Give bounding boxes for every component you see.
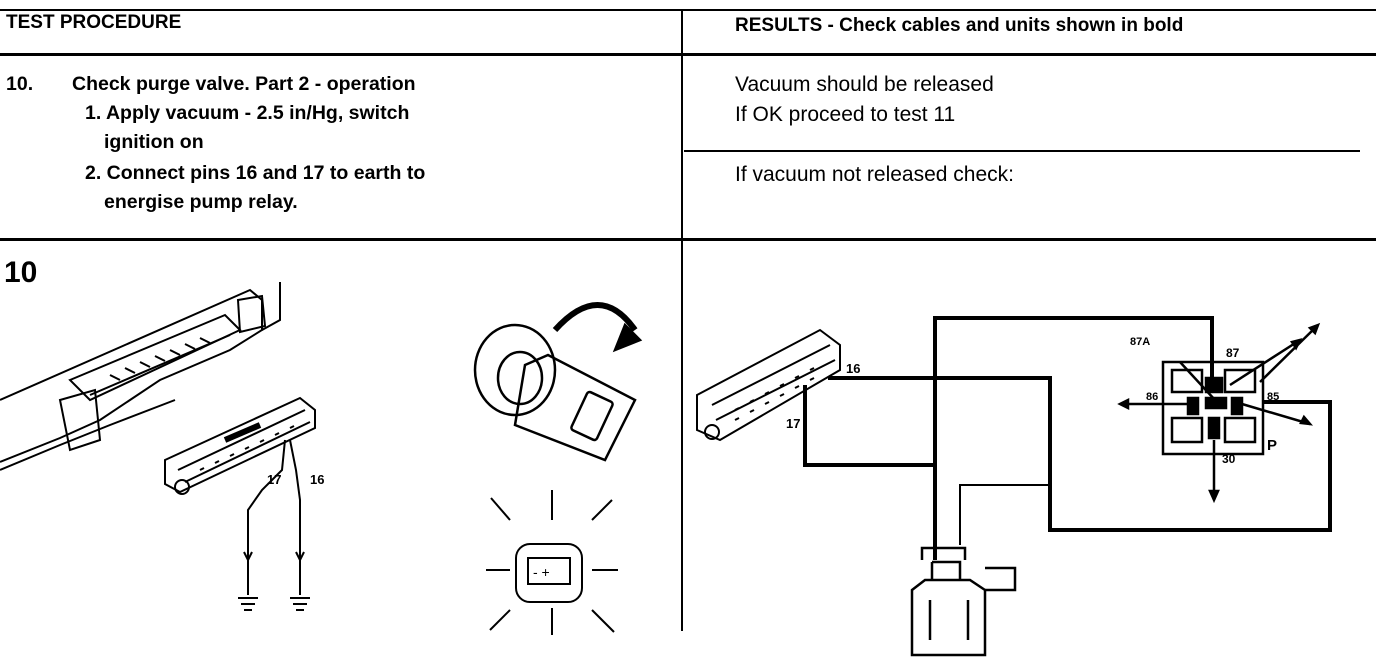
wiring-lines xyxy=(803,316,1332,560)
test-title: Check purge valve. Part 2 - operation xyxy=(72,73,416,95)
warning-lamp-icon: - + xyxy=(486,490,618,635)
step-1-line-1: 1. Apply vacuum - 2.5 in/Hg, switch xyxy=(85,102,410,124)
top-rule xyxy=(0,9,1376,11)
harness-connector-right xyxy=(696,328,841,442)
step-2-line-1: 2. Connect pins 16 and 17 to earth to xyxy=(85,162,426,184)
relay-30-label: 30 xyxy=(1222,452,1236,466)
svg-text:- +: - + xyxy=(533,564,550,580)
relay-87a-label: 87A xyxy=(1130,336,1150,348)
figure-rule xyxy=(0,238,1376,241)
figure-number: 10 xyxy=(4,256,37,289)
harness-connector-left xyxy=(164,396,316,611)
step-1-line-2: ignition on xyxy=(104,131,204,153)
pump-relay-drawing xyxy=(1117,322,1321,504)
right-pin-16-label: 16 xyxy=(846,361,860,376)
right-pin-17-label: 17 xyxy=(786,416,800,431)
relay-p-label: P xyxy=(1267,437,1277,454)
column-divider xyxy=(681,9,683,631)
step-2-line-2: energise pump relay. xyxy=(104,191,298,213)
results-divider xyxy=(684,150,1360,152)
header-test-procedure: TEST PROCEDURE xyxy=(6,12,182,33)
test-number: 10. xyxy=(6,73,34,95)
result-ok-line-2: If OK proceed to test 11 xyxy=(735,103,956,126)
relay-85-label: 85 xyxy=(1267,391,1279,403)
result-ok-line-1: Vacuum should be released xyxy=(735,73,994,96)
ignition-key-icon xyxy=(473,302,643,462)
header-rule xyxy=(0,53,1376,56)
relay-86-label: 86 xyxy=(1146,391,1158,403)
header-results: RESULTS - Check cables and units shown i… xyxy=(735,15,1184,36)
purge-valve-drawing xyxy=(910,546,1017,657)
left-pin-17-label: 17 xyxy=(267,472,281,487)
result-fail-line-1: If vacuum not released check: xyxy=(735,163,1014,186)
relay-87-label: 87 xyxy=(1226,346,1240,360)
left-pin-16-label: 16 xyxy=(310,472,324,487)
ecu-housing-drawing xyxy=(0,282,281,471)
